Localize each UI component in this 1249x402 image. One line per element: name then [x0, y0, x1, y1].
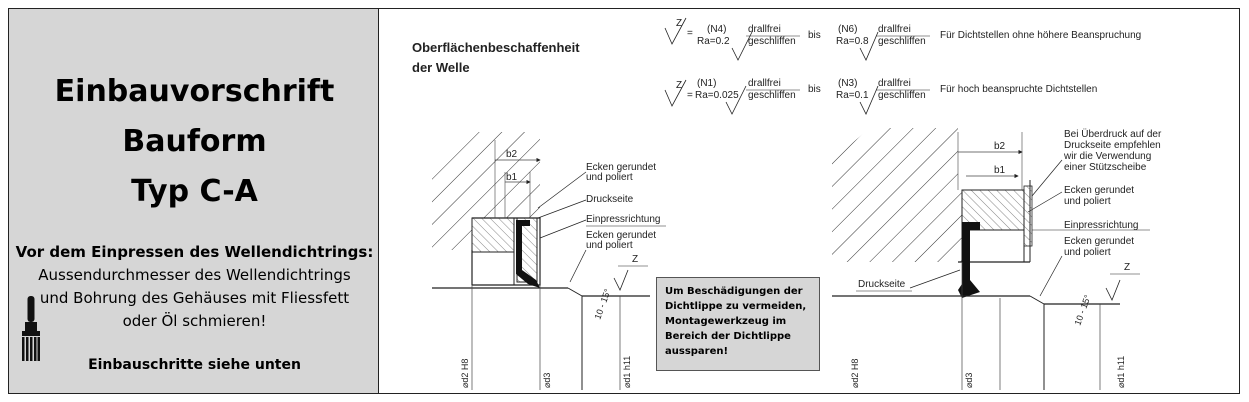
label-corners-2b: und poliert: [1064, 247, 1111, 258]
symbol-z: Z: [676, 80, 682, 91]
dim-d1: ⌀d1 h11: [1116, 356, 1126, 388]
paint-brush-icon: [22, 296, 40, 361]
roughness-symbol-icon: [725, 85, 747, 115]
dim-d2: ⌀d2 H8: [850, 359, 860, 388]
finish-bottom: geschliffen: [878, 90, 926, 101]
equals-sign: =: [687, 28, 693, 39]
label-corners-2b: und poliert: [586, 240, 633, 251]
instruction-line-3: oder Öl schmieren!: [122, 312, 267, 330]
finish-top: drallfrei: [748, 24, 781, 35]
dim-b1: b1: [994, 165, 1006, 176]
finish-bottom: geschliffen: [878, 36, 926, 47]
title-line-1: Einbauvorschrift: [54, 74, 335, 109]
roughness-symbol-icon: [1105, 279, 1121, 301]
grade-a: (N4): [707, 24, 726, 35]
surface-heading-2: der Welle: [412, 60, 470, 75]
label-overpressure-2: Druckseite empfehlen: [1064, 140, 1161, 151]
finish-top: drallfrei: [878, 78, 911, 89]
surface-row-2: Z = (N1) Ra=0.025 drallfrei geschliffen …: [664, 78, 1097, 115]
dim-b2: b2: [994, 141, 1006, 152]
ra-a: Ra=0.2: [697, 36, 730, 47]
label-corners-1b: und poliert: [586, 172, 633, 183]
steps-note: Einbauschritte siehe unten: [88, 357, 301, 373]
housing-section: [432, 132, 540, 250]
label-press-direction: Einpressrichtung: [1064, 220, 1138, 231]
ra-b: Ra=0.1: [836, 90, 869, 101]
chamfer-angle: 10 - 15°: [592, 287, 612, 321]
dim-d1: ⌀d1 h11: [622, 356, 632, 388]
instruction-heading: Vor dem Einpressen des Wellendichtrings:: [15, 243, 374, 261]
grade-a: (N1): [697, 78, 716, 89]
finish-top: drallfrei: [748, 78, 781, 89]
dim-d3: ⌀d3: [964, 373, 974, 388]
label-overpressure-1: Bei Überdruck auf der: [1064, 128, 1162, 140]
label-pressure-side: Druckseite: [858, 279, 906, 290]
label-pressure-side: Druckseite: [586, 194, 634, 205]
dim-b1: b1: [506, 172, 518, 183]
grade-b: (N6): [838, 24, 857, 35]
assembly-warning-note: Um Beschädigungen der Dichtlippe zu verm…: [656, 277, 820, 371]
bis-label: bis: [808, 30, 821, 41]
surface-description: Für Dichtstellen ohne höhere Beanspruchu…: [940, 30, 1141, 41]
label-corners-2a: Ecken gerundet: [1064, 236, 1134, 247]
seal-insert: [958, 222, 980, 298]
label-corners-1b: und poliert: [1064, 196, 1111, 207]
drawing-right: b2 b1 Bei Überdruck auf der Druckseite e…: [832, 128, 1162, 390]
seal-body: [471, 217, 515, 253]
roughness-symbol-icon: [613, 269, 629, 291]
roughness-symbol-icon: [859, 31, 879, 61]
roughness-symbol-icon: [731, 31, 753, 61]
symbol-z: Z: [632, 254, 638, 265]
label-overpressure-4: einer Stützscheibe: [1064, 162, 1147, 173]
chamfer-angle: 10 - 15°: [1072, 293, 1092, 327]
equals-sign: =: [687, 90, 693, 101]
seal-insert: [516, 220, 540, 288]
drawing-left: b2 b1 Ecken gerundet und poliert Druckse…: [432, 132, 666, 390]
instruction-line-2: und Bohrung des Gehäuses mit Fliessfett: [39, 289, 350, 307]
support-ring: [1023, 185, 1033, 247]
surface-row-1: Z = (N4) Ra=0.2 drallfrei geschliffen bi…: [664, 17, 1141, 61]
dim-d3: ⌀d3: [542, 373, 552, 388]
finish-bottom: geschliffen: [748, 36, 796, 47]
roughness-symbol-icon: [859, 85, 879, 115]
bis-label: bis: [808, 84, 821, 95]
dim-b2: b2: [506, 149, 518, 160]
instruction-line-1: Aussendurchmesser des Wellendichtrings: [38, 266, 351, 284]
note-line-1: Um Beschädigungen der: [665, 286, 803, 297]
label-corners-1a: Ecken gerundet: [1064, 185, 1134, 196]
symbol-z: Z: [1124, 262, 1130, 273]
surface-description: Für hoch beanspruchte Dichtstellen: [940, 84, 1097, 95]
page-title: Einbauvorschrift Bauform Typ C-A: [9, 67, 380, 217]
note-line-3: Montagewerkzeug im: [665, 316, 787, 327]
label-overpressure-3: wir die Verwendung: [1063, 151, 1151, 162]
ra-a: Ra=0.025: [695, 90, 739, 101]
ra-b: Ra=0.8: [836, 36, 869, 47]
note-line-2: Dichtlippe zu vermeiden,: [665, 301, 807, 312]
note-line-4: Bereich der Dichtlippe: [665, 331, 791, 342]
housing-section: [832, 128, 962, 262]
grade-b: (N3): [838, 78, 857, 89]
symbol-z: Z: [676, 18, 682, 29]
title-line-3: Typ C-A: [131, 174, 258, 209]
surface-heading-1: Oberflächenbeschaffenheit: [412, 40, 580, 55]
lubrication-instructions: Vor dem Einpressen des Wellendichtrings:…: [9, 241, 380, 333]
instruction-panel: Einbauvorschrift Bauform Typ C-A Vor dem…: [8, 8, 379, 394]
finish-top: drallfrei: [878, 24, 911, 35]
label-corners-2a: Ecken gerundet: [586, 230, 656, 241]
note-line-5: aussparen!: [665, 346, 729, 357]
label-press-direction: Einpressrichtung: [586, 214, 660, 225]
roughness-symbol-icon: [664, 17, 687, 45]
roughness-symbol-icon: [664, 79, 687, 107]
title-line-2: Bauform: [122, 124, 267, 159]
label-corners-1a: Ecken gerundet: [586, 162, 656, 173]
finish-bottom: geschliffen: [748, 90, 796, 101]
dim-d2: ⌀d2 H8: [460, 359, 470, 388]
